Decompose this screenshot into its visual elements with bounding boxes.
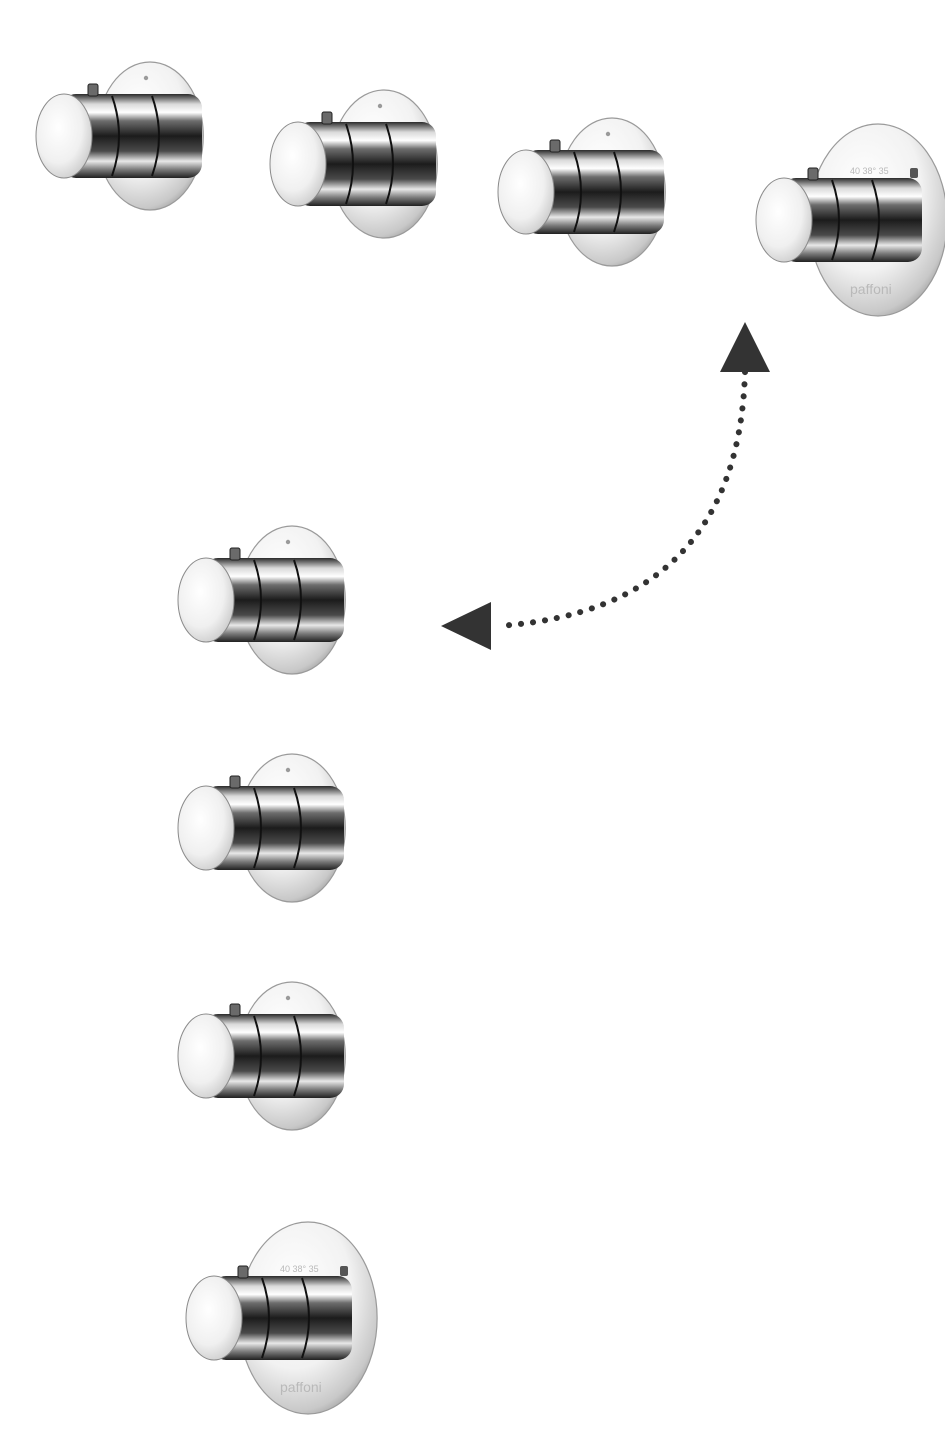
dotted-arc	[495, 369, 748, 629]
plate-dot	[285, 539, 291, 545]
ring-groove	[613, 151, 622, 233]
handle-body	[62, 94, 202, 178]
handle-body	[212, 1276, 352, 1360]
handle-cap	[35, 93, 93, 179]
stop-button	[340, 1266, 348, 1276]
ring-groove	[293, 1015, 302, 1097]
safety-button	[229, 775, 241, 789]
valve-top-1	[35, 61, 204, 211]
valve-left-2	[177, 753, 346, 903]
rearrange-arrow	[441, 322, 770, 650]
ring-groove	[253, 1015, 262, 1097]
ring-groove	[111, 95, 120, 177]
handle-body	[204, 558, 344, 642]
plate-dot	[143, 75, 149, 81]
handle-body	[204, 1014, 344, 1098]
handle-cap	[755, 177, 813, 263]
valve-top-3	[497, 117, 666, 267]
brand-label: paffoni	[850, 281, 892, 297]
handle-cap	[269, 121, 327, 207]
ring-groove	[345, 123, 354, 205]
valve-left-4: 40 38° 35 paffoni	[185, 1221, 378, 1415]
ring-groove	[261, 1277, 270, 1359]
scale-label: 40 38° 35	[850, 166, 889, 176]
handle-cap	[185, 1275, 243, 1361]
safety-button	[87, 83, 99, 97]
scale-label: 40 38° 35	[280, 1264, 319, 1274]
valve-top-2	[269, 89, 438, 239]
ring-groove	[293, 787, 302, 869]
ring-groove	[831, 179, 840, 261]
handle-body	[296, 122, 436, 206]
arrow-head-left-icon	[441, 602, 491, 650]
safety-button	[229, 547, 241, 561]
plate-dot	[605, 131, 611, 137]
brand-label: paffoni	[280, 1379, 322, 1395]
valve-left-1	[177, 525, 346, 675]
plate-dot	[285, 995, 291, 1001]
safety-button	[229, 1003, 241, 1017]
plate-dot	[377, 103, 383, 109]
ring-groove	[253, 559, 262, 641]
ring-groove	[385, 123, 394, 205]
safety-button	[237, 1265, 249, 1279]
ring-groove	[573, 151, 582, 233]
handle-body	[204, 786, 344, 870]
handle-body	[524, 150, 664, 234]
safety-button	[807, 167, 819, 181]
handle-cap	[177, 1013, 235, 1099]
arrow-head-up-icon	[720, 322, 770, 372]
stop-button	[910, 168, 918, 178]
handle-body	[782, 178, 922, 262]
valve-top-4: 40 38° 35 paffoni	[755, 123, 945, 317]
valve-left-3	[177, 981, 346, 1131]
ring-groove	[151, 95, 160, 177]
safety-button	[321, 111, 333, 125]
ring-groove	[301, 1277, 310, 1359]
handle-cap	[177, 557, 235, 643]
ring-groove	[871, 179, 880, 261]
handle-cap	[177, 785, 235, 871]
plate-dot	[285, 767, 291, 773]
safety-button	[549, 139, 561, 153]
ring-groove	[253, 787, 262, 869]
ring-groove	[293, 559, 302, 641]
handle-cap	[497, 149, 555, 235]
